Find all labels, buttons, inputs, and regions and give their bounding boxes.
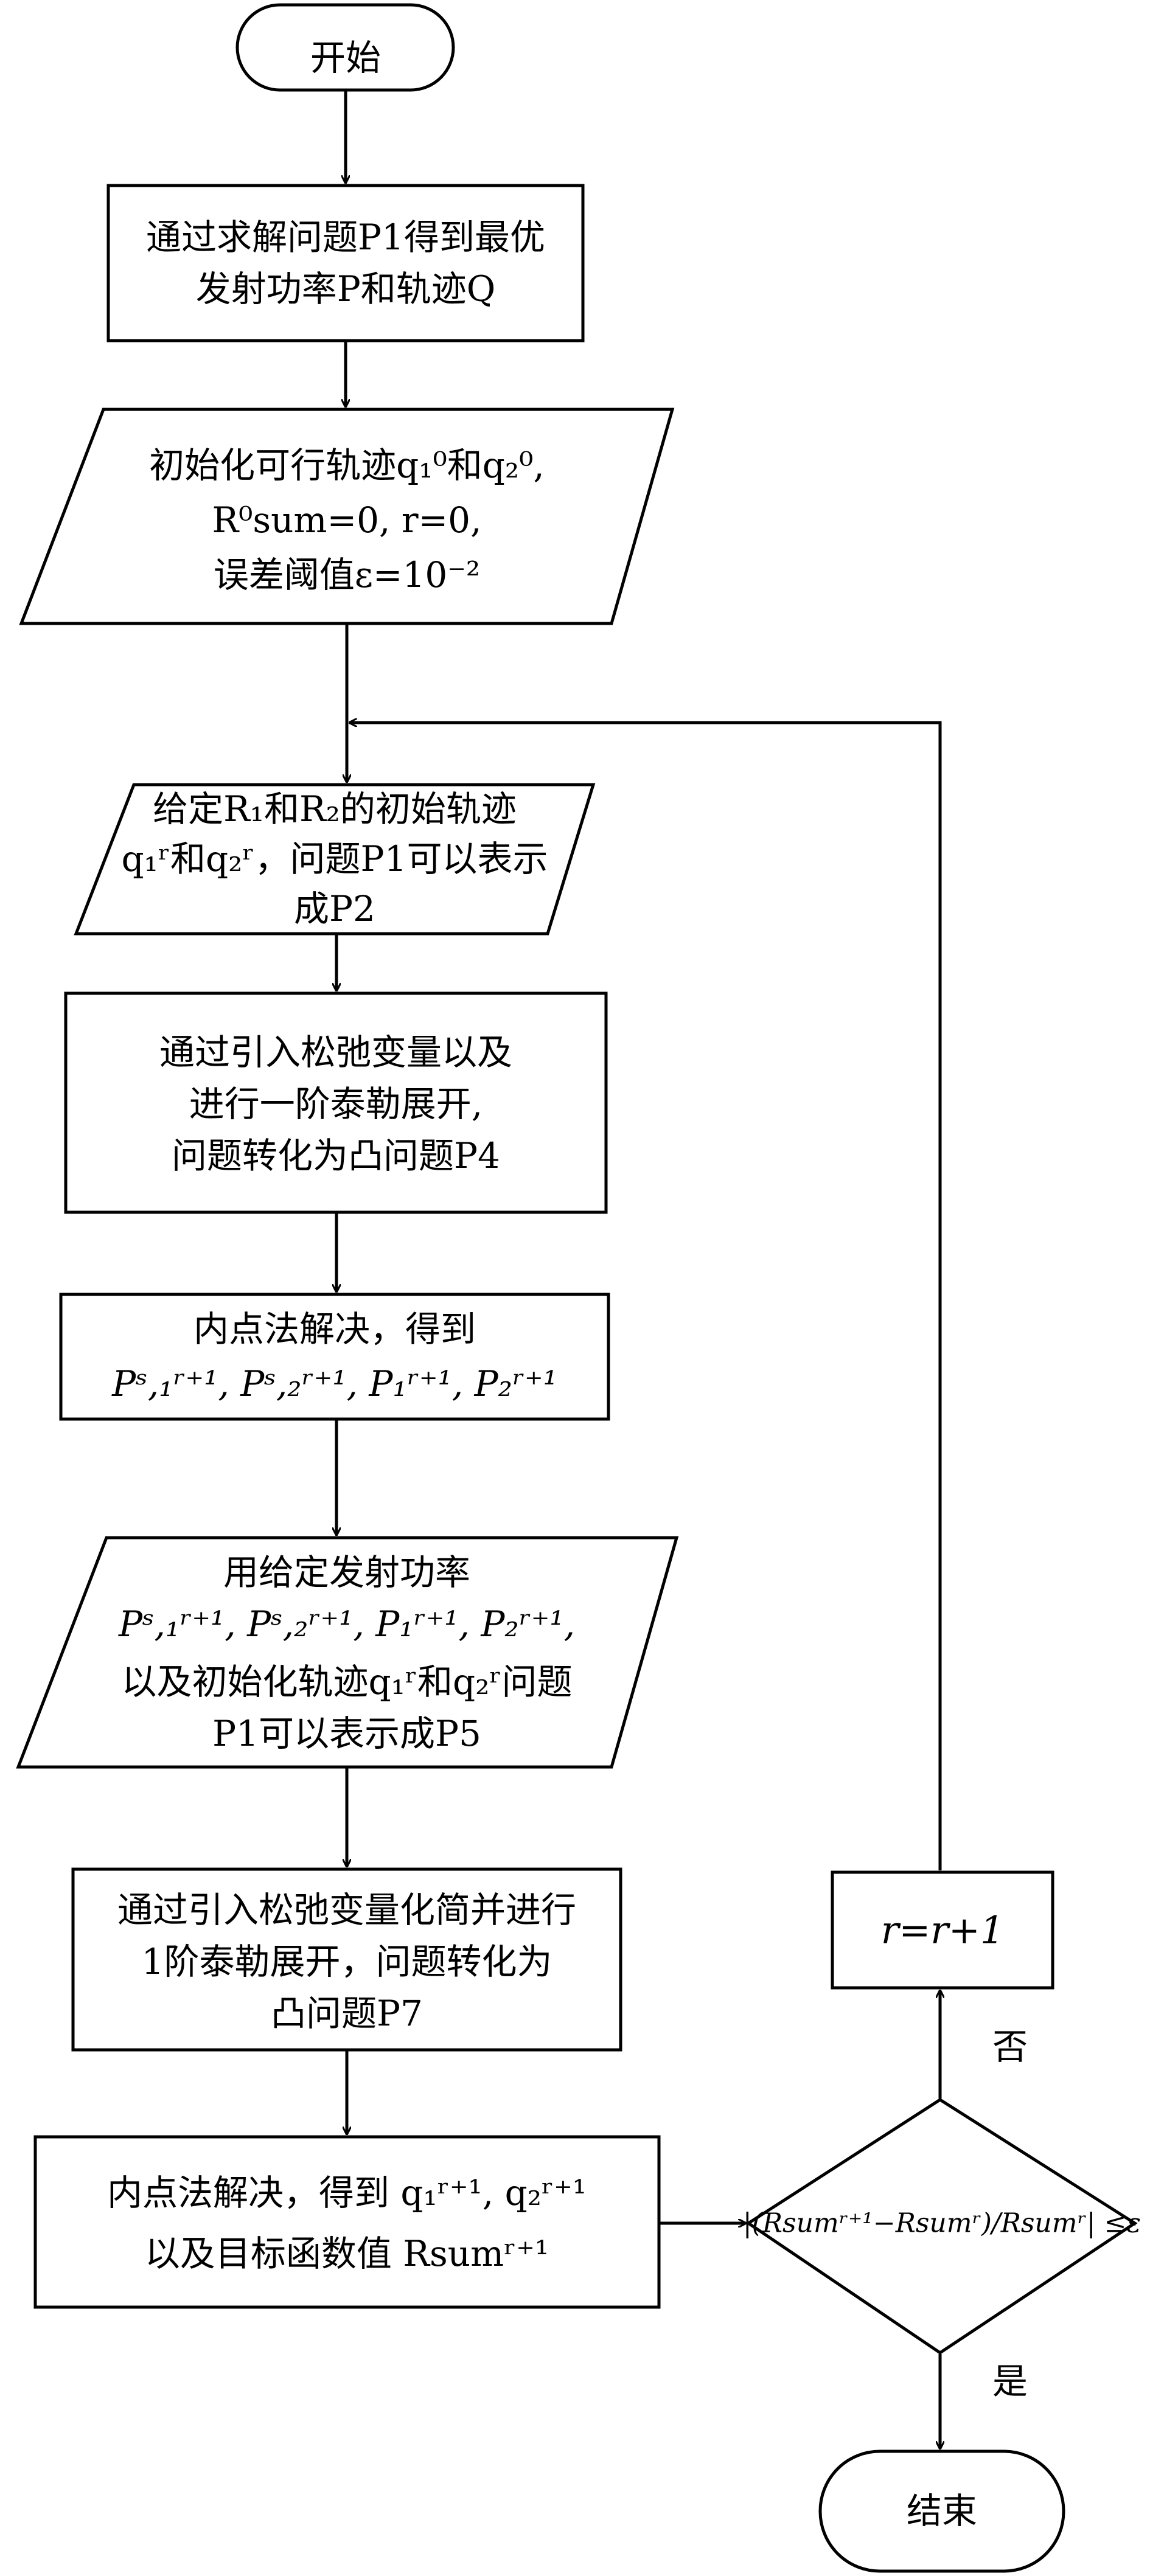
- step1-line2: 发射功率P和轨迹Q: [196, 268, 496, 310]
- given-line3: 成P2: [294, 888, 375, 929]
- start-node: 开始: [235, 3, 455, 92]
- power-line2: Pˢ,₁ʳ⁺¹, Pˢ,₂ʳ⁺¹, P₁ʳ⁺¹, P₂ʳ⁺¹,: [118, 1603, 575, 1645]
- relax2-process: 通过引入松弛变量化简并进行 1阶泰勒展开，问题转化为 凸问题P7: [71, 1867, 622, 2052]
- relax2-line1: 通过引入松弛变量化简并进行: [117, 1889, 576, 1931]
- decision-condition: |(Rsumʳ⁺¹−Rsumʳ)/Rsumʳ| ≤ε: [743, 2208, 1141, 2239]
- no-label: 否: [992, 2026, 1028, 2067]
- init-line3: 误差阈值ε=10⁻²: [214, 554, 480, 595]
- relax2-line2: 1阶泰勒展开，问题转化为: [142, 1941, 552, 1982]
- relax2-line3: 凸问题P7: [271, 1993, 423, 2034]
- power-line4: P1可以表示成P5: [212, 1713, 481, 1754]
- given-io: 给定R₁和R₂的初始轨迹 q₁ʳ和q₂ʳ，问题P1可以表示 成P2: [74, 783, 596, 936]
- power-io: 用给定发射功率 Pˢ,₁ʳ⁺¹, Pˢ,₂ʳ⁺¹, P₁ʳ⁺¹, P₂ʳ⁺¹, …: [16, 1536, 679, 1769]
- given-line2: q₁ʳ和q₂ʳ，问题P1可以表示: [122, 838, 548, 880]
- increment-process: r=r+1: [831, 1870, 1054, 1990]
- increment-label: r=r+1: [881, 1908, 1005, 1953]
- relax1-line2: 进行一阶泰勒展开,: [189, 1083, 483, 1125]
- relax1-process: 通过引入松弛变量以及 进行一阶泰勒展开, 问题转化为凸问题P4: [64, 991, 608, 1214]
- solve2-process: 内点法解决，得到 q₁ʳ⁺¹, q₂ʳ⁺¹ 以及目标函数值 Rsumʳ⁺¹: [33, 2135, 661, 2309]
- init-io: 初始化可行轨迹q₁⁰和q₂⁰, R⁰sum=0, r=0, 误差阈值ε=10⁻²: [19, 408, 675, 625]
- step1-process: 通过求解问题P1得到最优 发射功率P和轨迹Q: [106, 184, 585, 342]
- init-line1: 初始化可行轨迹q₁⁰和q₂⁰,: [149, 445, 545, 486]
- start-label: 开始: [310, 37, 381, 78]
- edge-loop-back: [350, 723, 942, 1870]
- relax1-line3: 问题转化为凸问题P4: [172, 1135, 500, 1176]
- relax1-line1: 通过引入松弛变量以及: [159, 1032, 512, 1073]
- power-line1: 用给定发射功率: [223, 1552, 470, 1593]
- convergence-decision: |(Rsumʳ⁺¹−Rsumʳ)/Rsumʳ| ≤ε: [743, 2098, 1141, 2355]
- solve2-line2: 以及目标函数值 Rsumʳ⁺¹: [145, 2233, 549, 2274]
- yes-label: 是: [992, 2361, 1028, 2402]
- given-line1: 给定R₁和R₂的初始轨迹: [153, 788, 517, 830]
- init-line2: R⁰sum=0, r=0,: [212, 499, 481, 541]
- solve1-line1: 内点法解决，得到: [193, 1308, 476, 1350]
- step1-line1: 通过求解问题P1得到最优: [146, 217, 545, 258]
- power-line3: 以及初始化轨迹q₁ʳ和q₂ʳ问题: [121, 1661, 572, 1703]
- solve1-process: 内点法解决，得到 Pˢ,₁ʳ⁺¹, Pˢ,₂ʳ⁺¹, P₁ʳ⁺¹, P₂ʳ⁺¹: [59, 1293, 610, 1421]
- end-label: 结束: [907, 2490, 977, 2532]
- solve1-line2: Pˢ,₁ʳ⁺¹, Pˢ,₂ʳ⁺¹, P₁ʳ⁺¹, P₂ʳ⁺¹: [111, 1363, 557, 1404]
- solve2-line1: 内点法解决，得到 q₁ʳ⁺¹, q₂ʳ⁺¹: [107, 2172, 587, 2213]
- end-node: 结束: [818, 2449, 1065, 2573]
